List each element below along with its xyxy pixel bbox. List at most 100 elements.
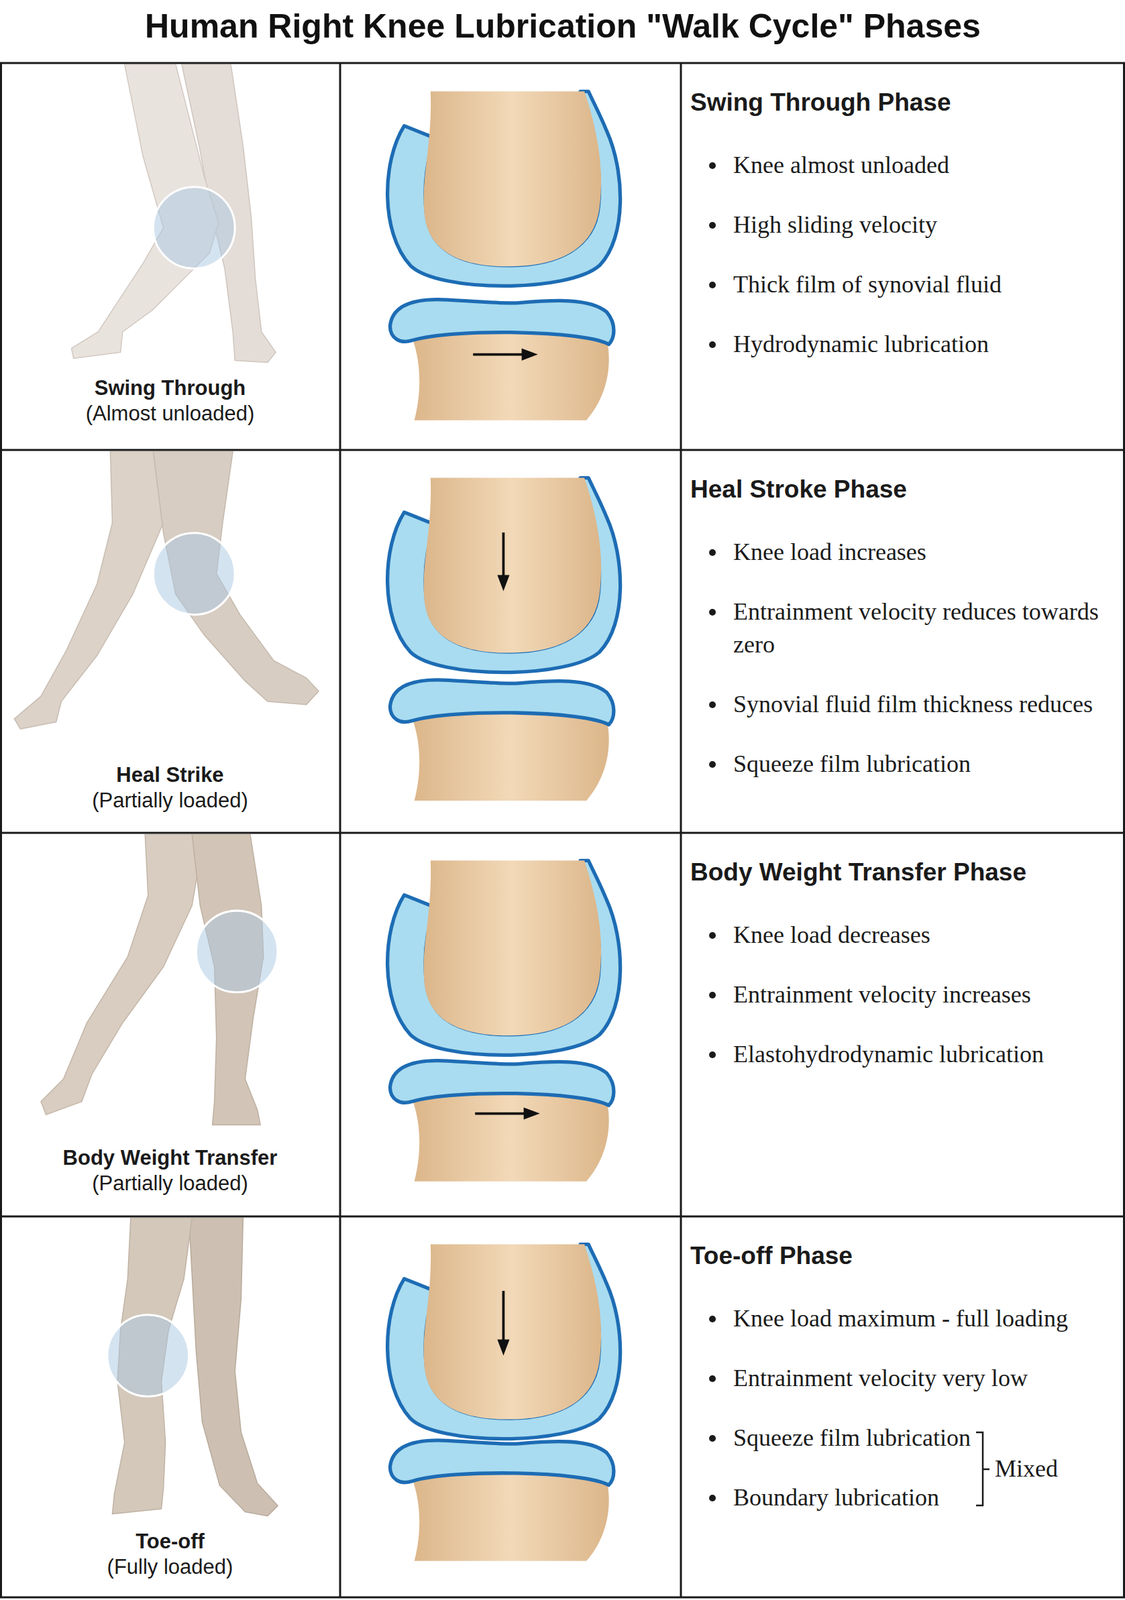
caption-subtitle: (Partially loaded) (0, 788, 341, 814)
arrow-head (497, 574, 510, 592)
bullet-item: Hydrodynamic lubrication (690, 328, 1114, 361)
figure-cell: Toe-off(Fully loaded) (0, 1216, 341, 1598)
bullet-text: Elastohydrodynamic lubrication (733, 1041, 1044, 1068)
phase-cell: Swing Through PhaseKnee almost unloadedH… (680, 63, 1125, 451)
knee-joint-illustration (341, 451, 680, 833)
bullet-list: Knee load decreasesEntrainment velocity … (690, 919, 1125, 1072)
phase-heading: Toe-off Phase (690, 1241, 1125, 1272)
bullet-item: Thick film of synovial fluid (690, 268, 1114, 302)
bullet-item: Knee load maximum - full loading (690, 1302, 1114, 1336)
bullet-list: Knee load maximum - full loadingEntrainm… (690, 1302, 1125, 1515)
bullet-list: Knee load increasesEntrainment velocity … (690, 536, 1125, 781)
bullet-text: Thick film of synovial fluid (733, 271, 1002, 298)
page-title: Human Right Knee Lubrication "Walk Cycle… (144, 5, 981, 47)
arrow-head (521, 348, 539, 361)
femur-cartilage (387, 1245, 621, 1440)
bullet-text: Squeeze film lubrication (733, 1424, 971, 1452)
bullet-dot (709, 1495, 716, 1503)
caption-group: Body Weight Transfer(Partially loaded) (0, 1145, 341, 1197)
bullet-list: Knee almost unloadedHigh sliding velocit… (690, 148, 1125, 361)
load-arrow (502, 1291, 506, 1342)
bullet-item: Knee load increases (690, 536, 1114, 569)
leg (189, 1218, 278, 1517)
motion-arrow (472, 353, 524, 357)
bullet-dot (709, 761, 716, 769)
bullet-item: Entrainment velocity reduces towards zer… (690, 595, 1114, 662)
caption-subtitle: (Fully loaded) (0, 1555, 341, 1581)
bullet-dot (709, 549, 716, 557)
caption-group: Heal Strike(Partially loaded) (0, 762, 341, 814)
bullet-item: Elastohydrodynamic lubrication (690, 1038, 1114, 1072)
knee-joint-illustration (341, 834, 680, 1217)
bullet-text: Hydrodynamic lubrication (733, 330, 989, 358)
row-line (0, 1216, 1125, 1219)
caption-subtitle: (Partially loaded) (0, 1171, 341, 1197)
bullet-dot (709, 1435, 716, 1443)
caption-title: Swing Through (0, 375, 341, 402)
leg (14, 451, 172, 730)
tibia (389, 680, 614, 801)
bracket (974, 1430, 995, 1509)
bullet-item: Entrainment velocity increases (690, 978, 1114, 1012)
femur-bone (423, 91, 602, 267)
bullet-text: Knee load increases (733, 538, 927, 566)
tibia-bone (412, 707, 610, 801)
caption-subtitle: (Almost unloaded) (0, 401, 341, 427)
bullet-item: Entrainment velocity very low (690, 1362, 1114, 1396)
femur-bone (423, 478, 602, 654)
arrow-head (497, 1339, 510, 1356)
phase-cell: Body Weight Transfer PhaseKnee load decr… (680, 833, 1125, 1217)
bullet-text: Entrainment velocity very low (733, 1365, 1028, 1392)
tibia (389, 1440, 614, 1562)
bracket-label: Mixed (994, 1453, 1058, 1486)
bullet-item: Knee load decreases (690, 919, 1114, 952)
bullet-text: Squeeze film lubrication (733, 750, 971, 778)
phase-heading: Body Weight Transfer Phase (690, 857, 1125, 889)
leg (152, 451, 319, 706)
bullet-dot (709, 341, 716, 349)
bullet-dot (709, 162, 716, 170)
knee-highlight (195, 911, 278, 993)
caption-title: Toe-off (0, 1529, 341, 1556)
bullet-dot (709, 701, 716, 709)
column-line (339, 63, 342, 1598)
motion-arrow (474, 1112, 526, 1116)
bullet-dot (709, 1375, 716, 1383)
bullet-dot (709, 1051, 716, 1059)
load-arrow (502, 532, 506, 577)
bullet-text: Knee load decreases (733, 921, 931, 949)
bullet-text: Entrainment velocity increases (733, 981, 1032, 1009)
tibia-bone (412, 1468, 610, 1562)
phase-cell: Heal Stroke PhaseKnee load increasesEntr… (680, 450, 1125, 834)
bullet-dot (709, 932, 716, 940)
bullet-text: High sliding velocity (733, 211, 938, 239)
bracket-line (976, 1432, 990, 1507)
tibia-cartilage (389, 1440, 614, 1486)
bullet-item: Squeeze film lubrication (690, 747, 1114, 781)
leg (40, 834, 204, 1115)
tibia-cartilage (389, 1061, 614, 1107)
femur-cartilage (387, 91, 621, 286)
bullet-dot (709, 281, 716, 289)
caption-title: Heal Strike (0, 762, 341, 789)
knee-joint-illustration (341, 64, 680, 450)
arrow-head (523, 1107, 541, 1120)
knee-highlight (152, 533, 235, 616)
phase-heading: Swing Through Phase (690, 87, 1125, 119)
tibia-bone (412, 326, 610, 420)
bullet-item: Boundary lubrication (690, 1481, 1114, 1515)
bullet-dot (709, 222, 716, 229)
femur-bone (423, 1245, 602, 1421)
bullet-item: High sliding velocity (690, 208, 1114, 242)
table-border (1, 63, 1125, 1598)
tibia-bone (412, 1088, 610, 1182)
figure-cell: Heal Strike(Partially loaded) (0, 450, 341, 834)
femur-bone (423, 860, 602, 1036)
caption-group: Toe-off(Fully loaded) (0, 1529, 341, 1581)
phase-cell: Toe-off PhaseKnee load maximum - full lo… (680, 1216, 1125, 1598)
tibia (389, 299, 614, 421)
bullet-item: Synovial fluid film thickness reduces (690, 688, 1114, 722)
knee-highlight (152, 187, 235, 270)
tibia (389, 1061, 614, 1183)
